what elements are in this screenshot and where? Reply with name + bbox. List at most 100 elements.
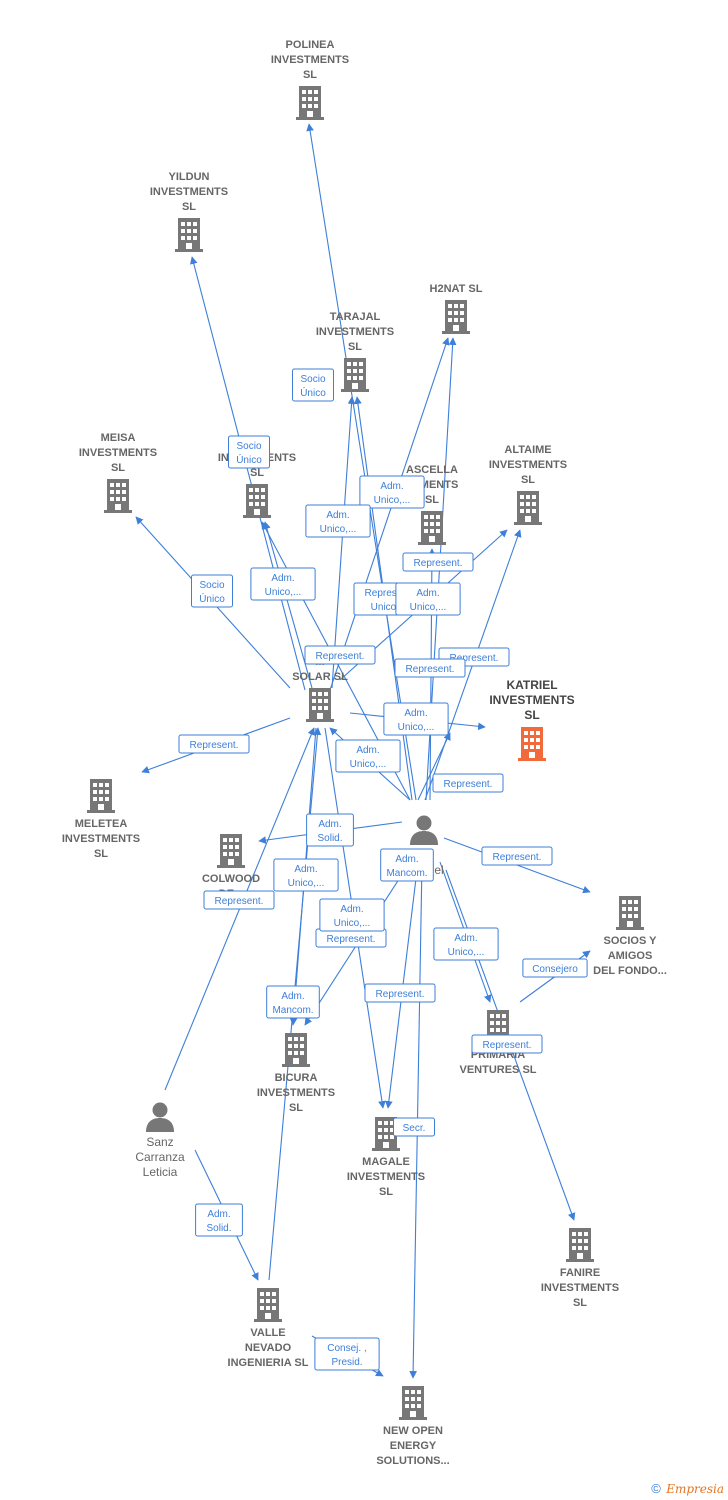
relation-box[interactable] [471, 1034, 543, 1054]
building-icon[interactable] [243, 484, 271, 518]
relation-label[interactable]: Adm.Mancom. [266, 985, 320, 1019]
relation-box[interactable] [335, 739, 401, 773]
edge-solar-to-yildun [190, 256, 306, 691]
relation-label[interactable]: Adm.Unico,... [433, 927, 499, 961]
building-icon[interactable] [306, 688, 334, 722]
relation-box[interactable] [195, 1203, 243, 1237]
building-icon[interactable] [399, 1386, 427, 1420]
relation-box[interactable] [393, 1117, 435, 1137]
relation-label[interactable]: Represent. [471, 1034, 543, 1054]
relation-box[interactable] [432, 773, 504, 793]
building-icon[interactable] [217, 834, 245, 868]
node-label-line: COLWOOD [202, 873, 260, 885]
relation-text: Represent. [316, 651, 365, 662]
relation-label[interactable]: Consej. ,Presid. [314, 1337, 380, 1371]
relation-label[interactable]: Secr. [393, 1117, 435, 1137]
relation-label[interactable]: Represent. [203, 890, 275, 910]
building-icon[interactable] [616, 896, 644, 930]
relation-label[interactable]: Adm.Unico,... [335, 739, 401, 773]
relation-box[interactable] [228, 435, 270, 469]
relation-box[interactable] [178, 734, 250, 754]
relation-box[interactable] [394, 658, 466, 678]
building-icon[interactable] [175, 218, 203, 252]
relation-box[interactable] [305, 504, 371, 538]
building-icon[interactable] [296, 86, 324, 120]
building-icon[interactable] [282, 1033, 310, 1067]
building-icon[interactable] [514, 491, 542, 525]
relation-label[interactable]: Adm.Solid. [195, 1203, 243, 1237]
building-icon[interactable] [341, 358, 369, 392]
node-colwood[interactable]: COLWOODDE... [202, 834, 260, 900]
building-icon[interactable] [104, 479, 132, 513]
relation-label[interactable]: Represent. [178, 734, 250, 754]
relation-label[interactable]: Adm.Unico,... [319, 898, 385, 932]
relation-label[interactable]: Represent. [432, 773, 504, 793]
relation-label[interactable]: Represent. [304, 645, 376, 665]
relation-label[interactable]: Represent. [402, 552, 474, 572]
relation-label[interactable]: Adm.Unico,... [395, 582, 461, 616]
relation-label[interactable]: Represent. [315, 928, 387, 948]
relation-box[interactable] [481, 846, 553, 866]
relation-box[interactable] [266, 985, 320, 1019]
relation-box[interactable] [319, 898, 385, 932]
person-icon[interactable] [146, 1102, 174, 1133]
relation-label[interactable]: Adm.Mancom. [380, 848, 434, 882]
relation-label[interactable]: Represent. [364, 983, 436, 1003]
node-label-line: SOCIOS Y [604, 935, 658, 947]
relation-box[interactable] [402, 552, 474, 572]
node-h2nat[interactable]: H2NAT SL [430, 283, 483, 334]
node-label-line: AMIGOS [608, 950, 653, 962]
relation-box[interactable] [522, 958, 588, 978]
building-icon[interactable] [566, 1228, 594, 1262]
relation-label[interactable]: Represent. [481, 846, 553, 866]
building-icon[interactable] [254, 1288, 282, 1322]
relation-label[interactable]: Adm.Unico,... [383, 702, 449, 736]
relation-label[interactable]: Adm.Unico,... [359, 475, 425, 509]
relation-label[interactable]: Adm.Solid. [306, 813, 354, 847]
relation-label[interactable]: Consejero [522, 958, 588, 978]
relation-box[interactable] [306, 813, 354, 847]
node-solar[interactable]: MSOLAR SL [292, 656, 348, 722]
relation-box[interactable] [314, 1337, 380, 1371]
relation-box[interactable] [380, 848, 434, 882]
relation-label[interactable]: Represent. [394, 658, 466, 678]
relation-box[interactable] [383, 702, 449, 736]
relation-box[interactable] [273, 858, 339, 892]
node-newopen[interactable]: NEW OPENENERGYSOLUTIONS... [376, 1386, 450, 1467]
relation-label[interactable]: Adm.Unico,... [250, 567, 316, 601]
relation-label[interactable]: Adm.Unico,... [273, 858, 339, 892]
relation-text: Mancom. [272, 1005, 313, 1016]
relation-label[interactable]: Adm.Unico,... [305, 504, 371, 538]
relation-box[interactable] [433, 927, 499, 961]
relation-box[interactable] [292, 368, 334, 402]
relation-box[interactable] [304, 645, 376, 665]
relation-box[interactable] [364, 983, 436, 1003]
relation-text: Unico,... [265, 587, 302, 598]
relation-box[interactable] [250, 567, 316, 601]
person-icon[interactable] [410, 815, 438, 846]
relation-box[interactable] [203, 890, 275, 910]
building-icon[interactable] [418, 511, 446, 545]
building-icon[interactable] [518, 727, 546, 761]
building-icon[interactable] [442, 300, 470, 334]
building-icon[interactable] [87, 779, 115, 813]
relation-box[interactable] [359, 475, 425, 509]
relation-box[interactable] [395, 582, 461, 616]
relation-box[interactable] [191, 574, 233, 608]
